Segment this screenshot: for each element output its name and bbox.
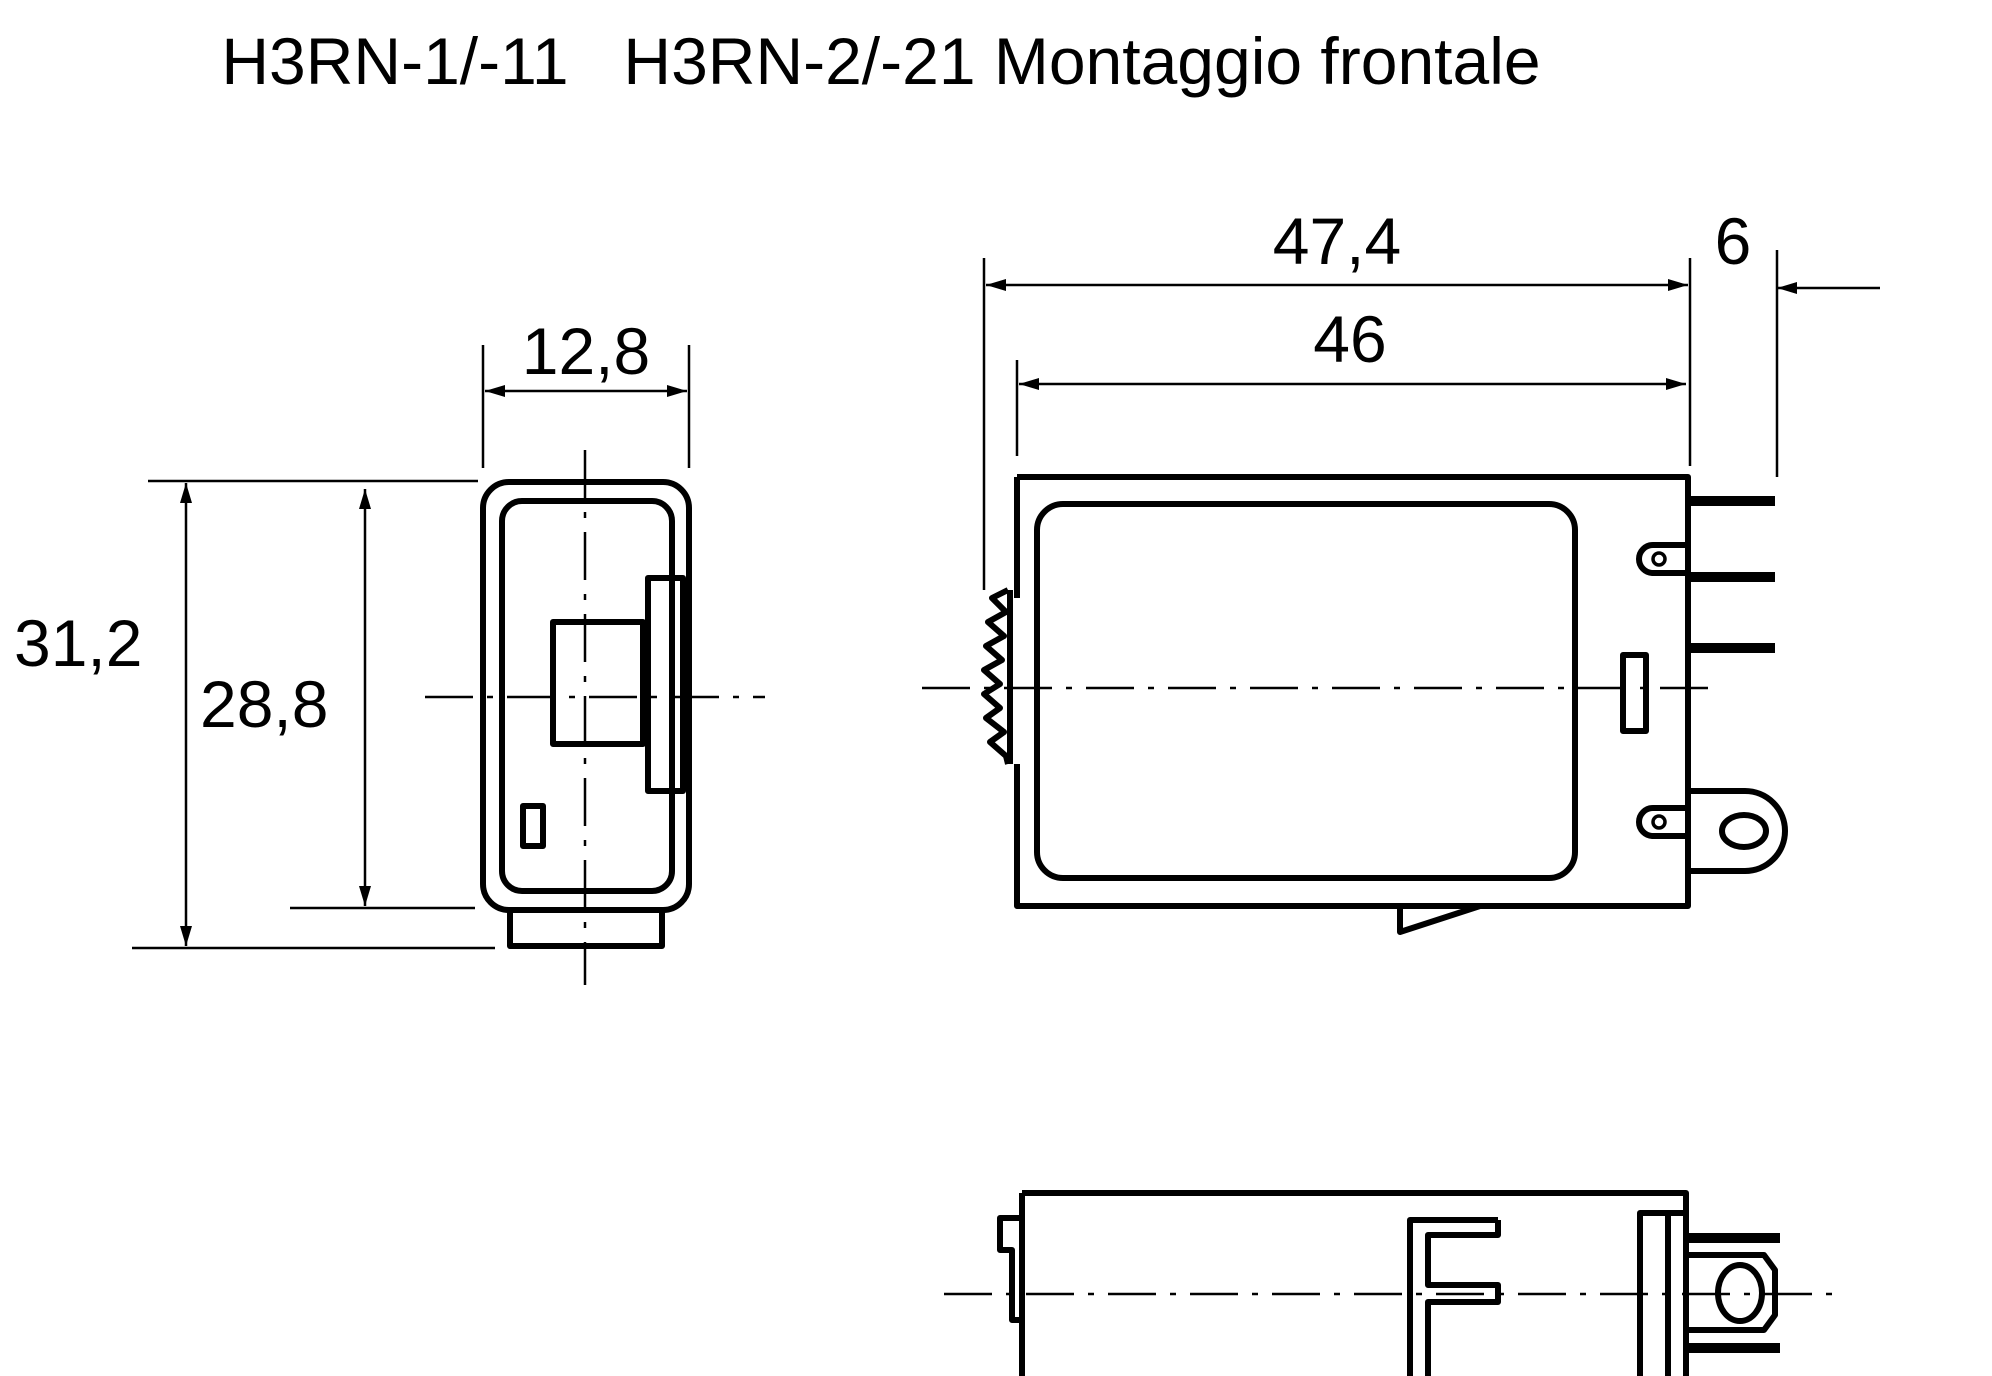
front-body-outline (1014, 474, 1691, 909)
side-view (425, 450, 765, 985)
front-window (1034, 501, 1578, 881)
front-view (922, 474, 1788, 935)
front-rivet-top (1636, 542, 1688, 576)
front-mounting-hole (1719, 812, 1769, 850)
front-rivet-hole (1651, 814, 1667, 830)
dim-length-overall: 47,4 (1273, 204, 1401, 278)
top-view (944, 1190, 1838, 1376)
front-rivet-bottom (1636, 805, 1688, 839)
dim-pin-length: 6 (1715, 204, 1752, 278)
dim-height-inner: 28,8 (200, 667, 328, 741)
front-dimensions: 47,4 46 6 (982, 204, 1880, 590)
top-body-outline (1022, 1190, 1689, 1376)
top-clip-inner (1425, 1220, 1501, 1376)
side-slot (520, 803, 546, 849)
dim-width-side: 12,8 (522, 314, 650, 388)
front-bottom-tab (1397, 903, 1481, 935)
front-slot (1620, 652, 1649, 734)
title-left: H3RN-1/-11 (221, 24, 568, 98)
side-rail (645, 575, 686, 794)
front-knurled-dial (981, 587, 1011, 765)
title-right: H3RN-2/-21 Montaggio frontale (623, 24, 1540, 98)
top-left-notch (997, 1215, 1022, 1323)
front-mounting-lug (1688, 788, 1788, 874)
side-dimensions: 12,8 31,2 28,8 (14, 314, 691, 950)
top-clip-outer (1407, 1217, 1498, 1376)
front-rivet-hole (1651, 551, 1667, 567)
side-knob (550, 619, 646, 747)
dim-length-body: 46 (1313, 302, 1386, 376)
top-terminal-block (1637, 1210, 1689, 1376)
top-mounting-lug (1686, 1252, 1778, 1333)
dim-height-outer: 31,2 (14, 606, 142, 680)
